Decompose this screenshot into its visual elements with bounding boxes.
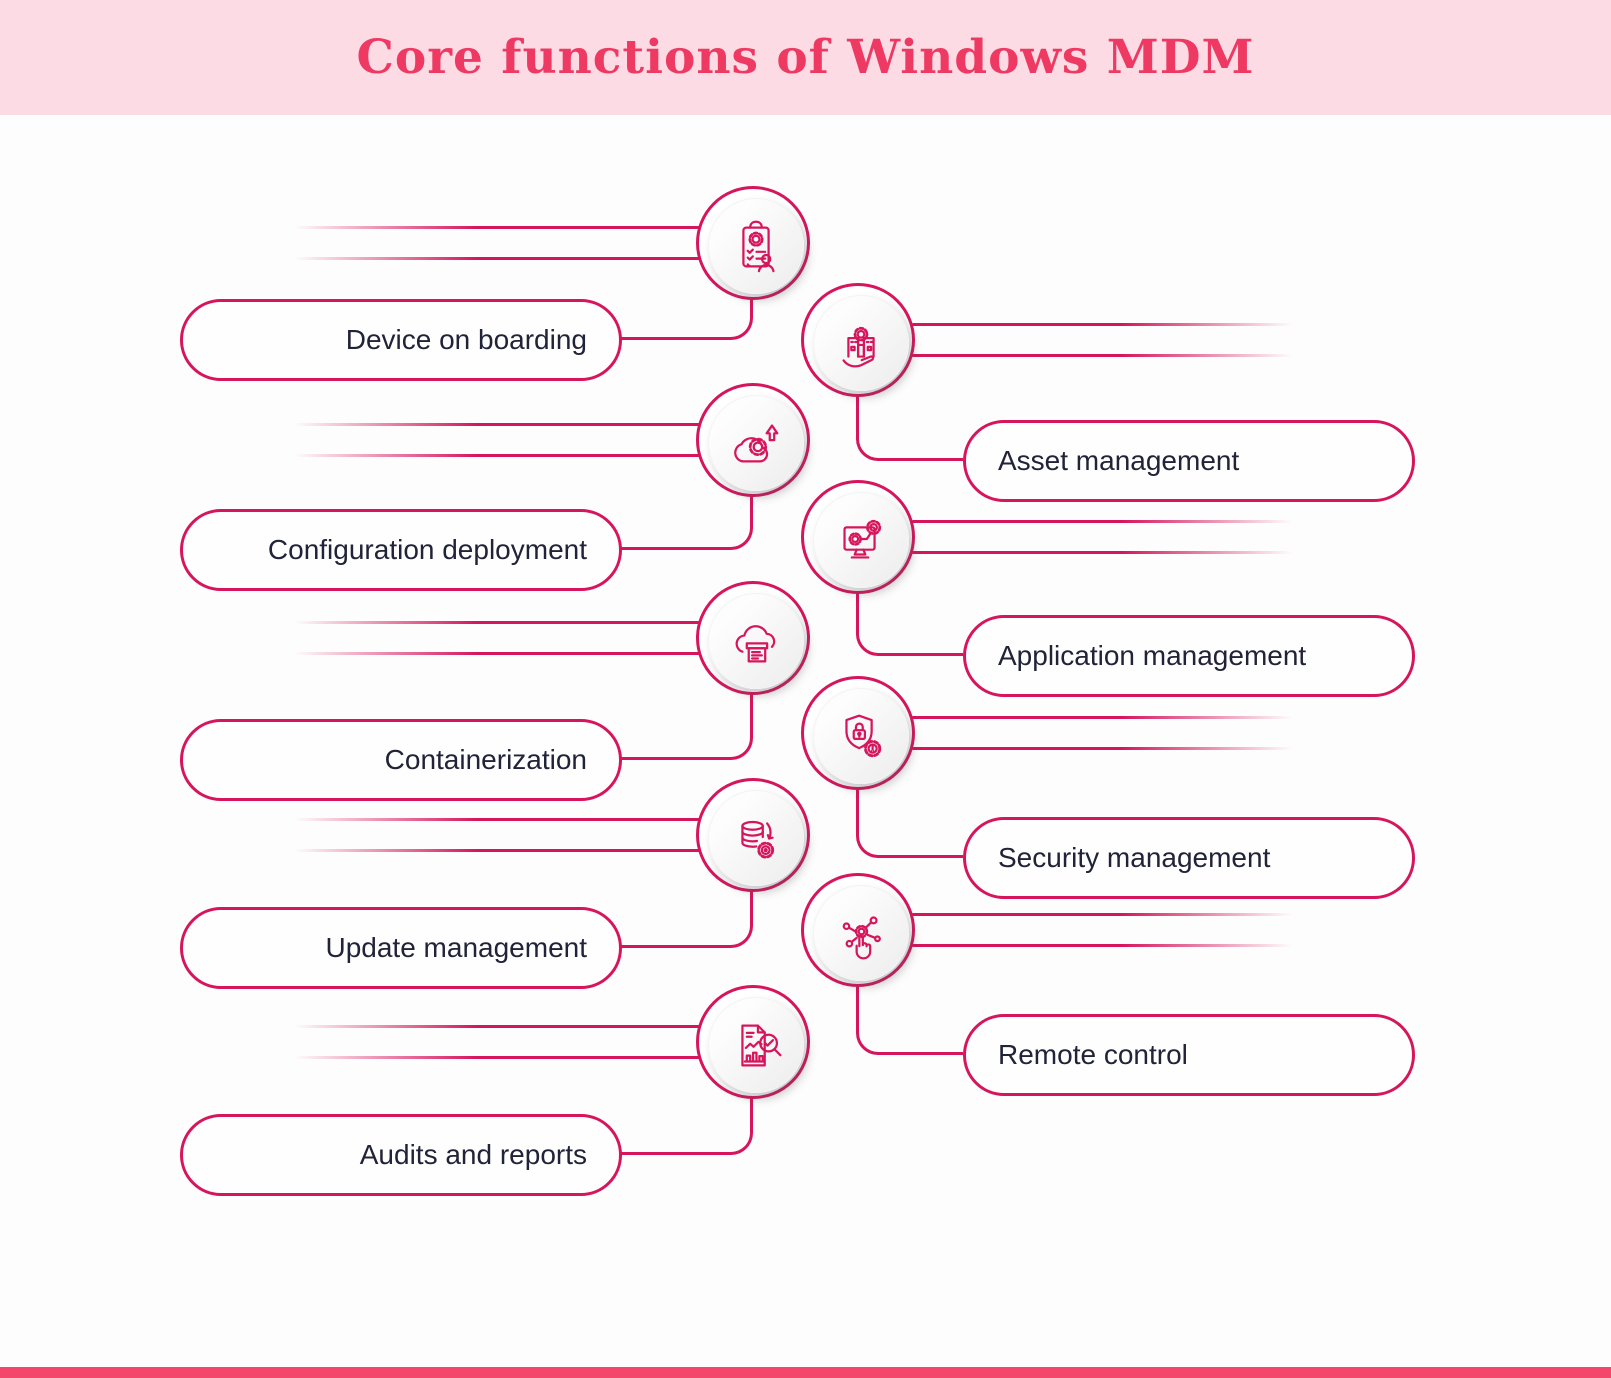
cloud-container-icon [735, 625, 776, 663]
decorative-line [295, 1025, 700, 1028]
icon-circle [801, 873, 915, 987]
decorative-line [912, 323, 1292, 326]
cloud-gear-upload-icon [734, 424, 779, 463]
label-pill: Asset management [963, 420, 1415, 502]
report-chart-magnifier-icon [741, 1024, 782, 1067]
connector-elbow [620, 298, 753, 340]
item-label: Application management [998, 640, 1307, 671]
decorative-line [912, 551, 1292, 554]
icon-circle [696, 383, 810, 497]
decorative-line [912, 520, 1292, 523]
item-label: Update management [325, 932, 587, 963]
icon-circle [801, 676, 915, 790]
icon-disc [708, 790, 804, 886]
connector-elbow [620, 1097, 753, 1155]
clipboard-checklist-person-icon [742, 220, 775, 273]
decorative-line [295, 818, 700, 821]
item-label: Asset management [998, 445, 1240, 476]
decorative-line [912, 716, 1292, 719]
item-label: Audits and reports [359, 1139, 587, 1170]
item-label: Security management [998, 842, 1271, 873]
icon-disc [813, 885, 909, 981]
connector-elbow [620, 495, 753, 550]
icon-circle [696, 778, 810, 892]
connector-elbow [856, 788, 963, 858]
item-label: Configuration deployment [267, 534, 587, 565]
label-pill: Remote control [963, 1014, 1415, 1096]
connector-elbow [620, 693, 753, 760]
network-touch-icon [842, 916, 881, 960]
icon-disc [708, 395, 804, 491]
icon-circle [801, 283, 915, 397]
icon-disc [813, 295, 909, 391]
icon-disc [708, 593, 804, 689]
connector-elbow [856, 985, 963, 1055]
icon-disc [708, 198, 804, 294]
monitor-gears-icon [843, 519, 882, 559]
page-title: Core functions of Windows MDM [356, 30, 1255, 85]
decorative-line [295, 849, 700, 852]
item-label: Device on boarding [345, 324, 587, 355]
icon-circle [696, 985, 810, 1099]
connector-elbow [620, 890, 753, 948]
icon-disc [813, 492, 909, 588]
label-pill: Security management [963, 817, 1415, 899]
icon-disc [708, 997, 804, 1093]
building-gear-hand-icon [842, 326, 875, 368]
decorative-line [295, 226, 700, 229]
label-pill: Configuration deployment [180, 509, 622, 591]
item-label: Remote control [998, 1039, 1188, 1070]
icon-circle [801, 480, 915, 594]
label-pill: Containerization [180, 719, 622, 801]
footer-accent-bar [0, 1367, 1611, 1378]
decorative-line [295, 454, 700, 457]
decorative-line [912, 747, 1292, 750]
icon-disc [813, 688, 909, 784]
label-pill: Audits and reports [180, 1114, 622, 1196]
label-pill: Update management [180, 907, 622, 989]
connector-elbow [856, 592, 963, 656]
header-banner: Core functions of Windows MDM [0, 0, 1611, 115]
item-label: Containerization [384, 744, 587, 775]
label-pill: Application management [963, 615, 1415, 697]
shield-lock-gear-icon [845, 714, 882, 758]
label-pill: Device on boarding [180, 299, 622, 381]
decorative-line [295, 257, 700, 260]
decorative-line [295, 652, 700, 655]
database-sync-gear-icon [741, 820, 775, 859]
icon-circle [696, 581, 810, 695]
connector-elbow [856, 395, 963, 461]
decorative-line [912, 913, 1292, 916]
decorative-line [295, 1056, 700, 1059]
decorative-line [912, 354, 1292, 357]
icon-circle [696, 186, 810, 300]
decorative-line [295, 423, 700, 426]
decorative-line [295, 621, 700, 624]
decorative-line [912, 944, 1292, 947]
